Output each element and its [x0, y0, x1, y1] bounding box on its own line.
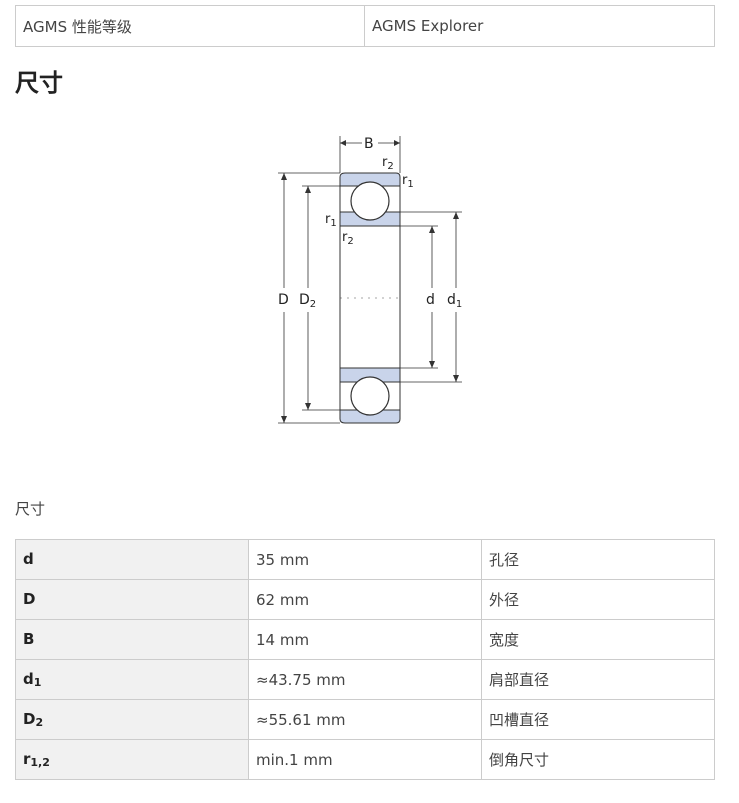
chamfer-label-r1-left: r1	[325, 212, 337, 229]
bearing-dimension-diagram: B r2 r1 r1 r2 D D2 d d1	[278, 136, 462, 424]
dimension-value: 62 mm	[248, 579, 482, 620]
dimension-description: 孔径	[481, 539, 715, 580]
outer-diameter-label-d: D	[278, 292, 289, 308]
groove-diameter-label-d2: D2	[299, 292, 316, 310]
shoulder-diameter-label-d1: d1	[447, 292, 462, 310]
dimension-symbol: B	[15, 619, 249, 660]
dimension-symbol: D	[15, 579, 249, 620]
dimension-value: 14 mm	[248, 619, 482, 660]
outer-ring-bottom	[339, 409, 401, 424]
bore-diameter-label-d: d	[426, 292, 435, 308]
dimension-description: 凹槽直径	[481, 699, 715, 740]
dimension-symbol: d1	[15, 659, 249, 700]
width-label-b: B	[364, 136, 374, 152]
performance-class-label: AGMS 性能等级	[15, 5, 365, 47]
dimension-value: 35 mm	[248, 539, 482, 580]
header-row: AGMS 性能等级 AGMS Explorer	[15, 5, 715, 47]
performance-class-value: AGMS Explorer	[364, 5, 715, 47]
dimension-symbol: d	[15, 539, 249, 580]
dimension-description: 倒角尺寸	[481, 739, 715, 780]
ball-top	[350, 181, 390, 221]
chamfer-label-r1-top: r1	[402, 173, 414, 190]
ball-bottom	[350, 376, 390, 416]
dimension-description: 肩部直径	[481, 659, 715, 700]
dimension-description: 宽度	[481, 619, 715, 660]
chamfer-label-r2-top: r2	[382, 155, 394, 172]
dimension-symbol: D2	[15, 699, 249, 740]
dimension-symbol: r1,2	[15, 739, 249, 780]
chamfer-label-r2-lower: r2	[342, 230, 354, 247]
dimension-value: ≈55.61 mm	[248, 699, 482, 740]
dimension-description: 外径	[481, 579, 715, 620]
dimensions-caption: 尺寸	[15, 500, 46, 518]
dimension-value: ≈43.75 mm	[248, 659, 482, 700]
dimension-value: min.1 mm	[248, 739, 482, 780]
section-title: 尺寸	[15, 69, 63, 97]
header-table: AGMS 性能等级 AGMS Explorer	[15, 5, 715, 47]
